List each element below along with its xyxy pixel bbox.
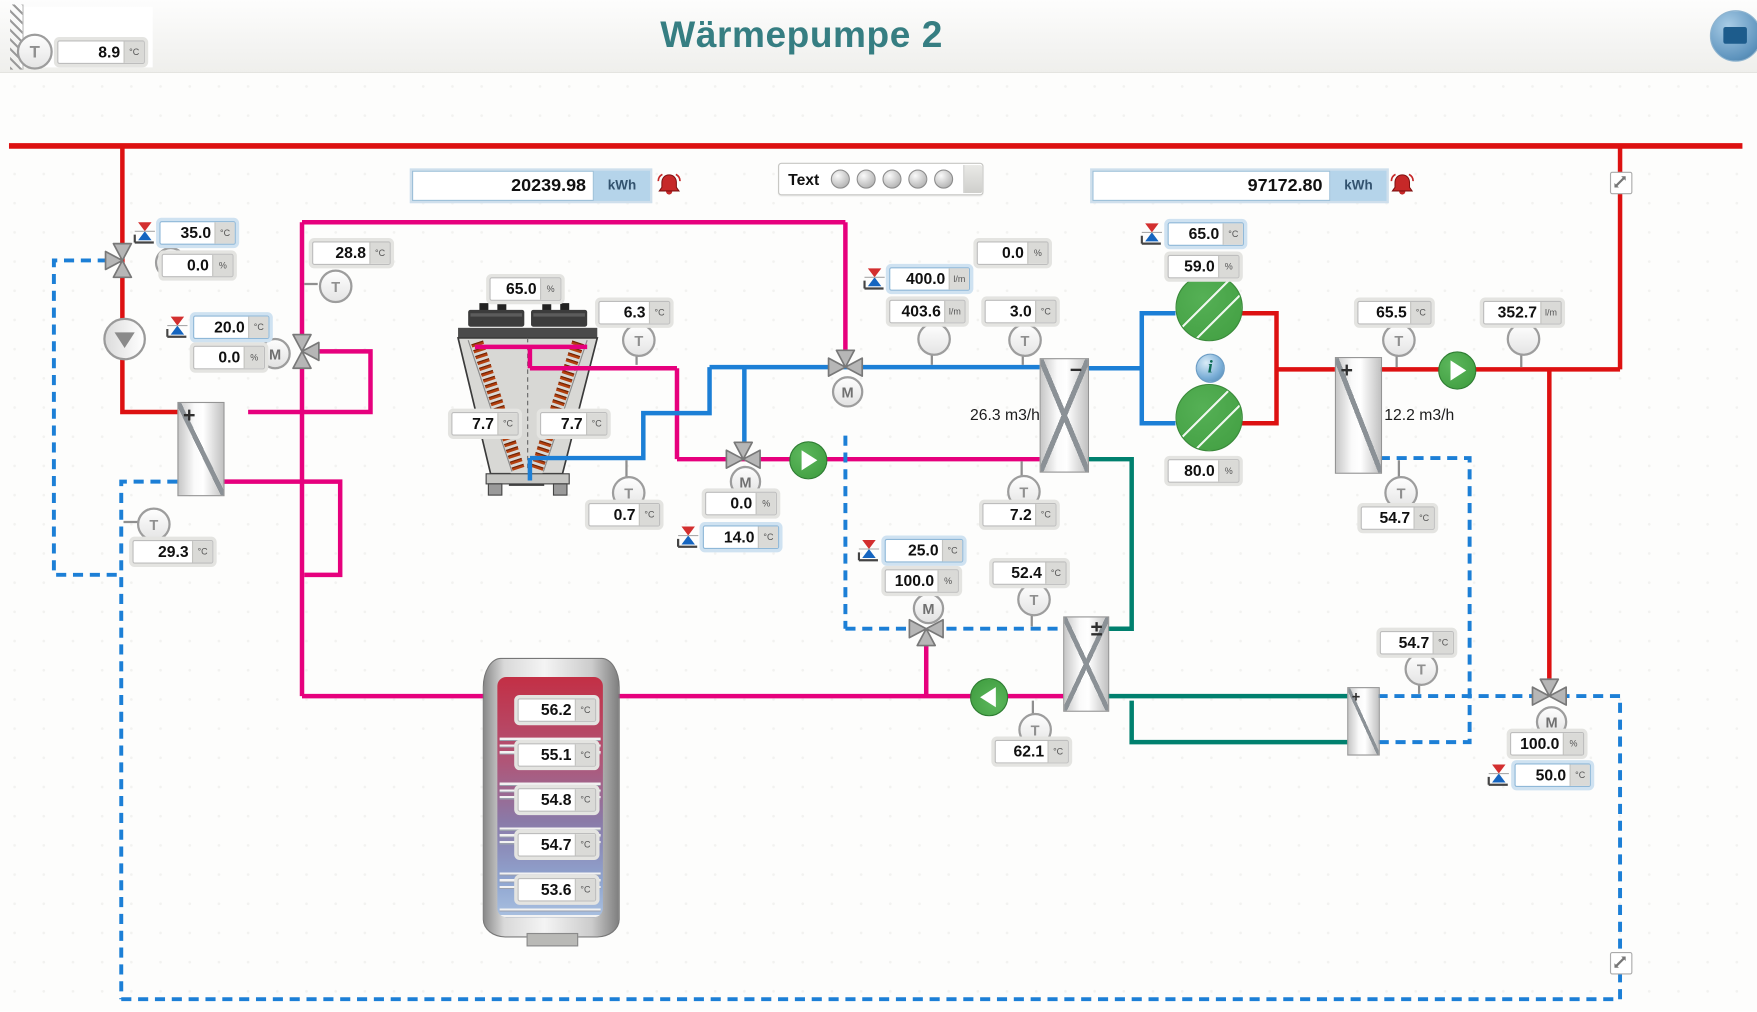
setpoint-icon bbox=[1488, 762, 1510, 787]
temp-sensor-icon: T bbox=[318, 269, 353, 304]
setpoint-temp-65[interactable]: 65.0°C bbox=[1167, 222, 1244, 246]
value-temp-7-7-left: 7.7°C bbox=[451, 412, 519, 436]
value-percent-59: 59.0% bbox=[1167, 254, 1240, 279]
energy-counter-left-unit: kWh bbox=[593, 170, 651, 201]
energy-counter-right-value: 97172.80 bbox=[1092, 170, 1331, 201]
led-panel-endcap bbox=[963, 165, 983, 194]
setpoint-temp-14[interactable]: 14.0°C bbox=[702, 525, 780, 550]
flow-label-26-3: 26.3 m3/h bbox=[970, 405, 1040, 424]
value-temp-52-4: 52.4°C bbox=[992, 561, 1067, 585]
value-temp-54-7-b: 54.7°C bbox=[1379, 630, 1454, 655]
tank-temp-2: 55.1°C bbox=[517, 743, 597, 767]
tank-temp-3: 54.8°C bbox=[517, 788, 597, 812]
value-temp-29-3: 29.3°C bbox=[132, 540, 214, 564]
compressor-2 bbox=[1175, 383, 1243, 452]
heat-exchanger-small: + bbox=[1347, 687, 1380, 756]
alarm-bell-icon[interactable] bbox=[655, 172, 684, 199]
led-indicator bbox=[907, 169, 928, 189]
compressor-1 bbox=[1175, 273, 1243, 342]
jump-link-icon[interactable] bbox=[1609, 171, 1633, 195]
flow-label-12-2: 12.2 m3/h bbox=[1384, 405, 1455, 424]
page-title: Wärmepumpe 2 bbox=[660, 13, 943, 56]
info-icon[interactable]: i bbox=[1195, 353, 1225, 383]
value-percent-cold-valve: 0.0% bbox=[705, 491, 777, 516]
pump-cold-circuit bbox=[789, 441, 828, 480]
heat-exchanger-plusminus: ± bbox=[1063, 616, 1110, 712]
value-temp-28-8: 28.8°C bbox=[312, 241, 391, 265]
outside-temp-value: 8.9°C bbox=[57, 40, 145, 64]
text-led-panel: Text bbox=[778, 162, 984, 196]
motor-icon: M bbox=[912, 592, 945, 625]
tank-temp-1: 56.2°C bbox=[517, 698, 597, 722]
setpoint-icon bbox=[863, 266, 885, 291]
value-percent-100-b: 100.0% bbox=[1510, 732, 1585, 756]
value-percent-brine-valve: 0.0% bbox=[976, 241, 1049, 265]
value-temp-54-7-a: 54.7°C bbox=[1360, 506, 1435, 530]
led-indicator bbox=[933, 169, 953, 189]
pump-source bbox=[103, 317, 146, 361]
pump-heating-supply bbox=[1438, 351, 1477, 390]
value-percent-source-valve: 0.0% bbox=[161, 253, 234, 278]
temp-sensor-icon: T bbox=[621, 323, 656, 358]
temp-sensor-icon: T bbox=[1008, 323, 1042, 358]
energy-counter-right: 97172.80 kWh bbox=[1090, 168, 1389, 204]
temp-sensor-icon: T bbox=[1404, 652, 1439, 686]
led-indicator bbox=[830, 169, 850, 189]
value-temp-3-0: 3.0°C bbox=[984, 299, 1057, 324]
pump-tank-circuit bbox=[970, 678, 1009, 717]
heat-exchanger-evaporator: − bbox=[1039, 358, 1090, 473]
setpoint-icon bbox=[858, 538, 880, 563]
motor-valve-source[interactable] bbox=[102, 240, 142, 280]
jump-link-icon[interactable] bbox=[1609, 952, 1633, 975]
led-indicator bbox=[882, 169, 902, 189]
value-temp-6-3: 6.3°C bbox=[598, 300, 671, 325]
motor-icon: M bbox=[831, 376, 864, 408]
flow-sensor-icon bbox=[917, 322, 951, 356]
value-percent-cooler-fan: 65.0% bbox=[489, 277, 562, 301]
energy-counter-left-value: 20239.98 bbox=[412, 170, 594, 201]
setpoint-temp-20[interactable]: 20.0°C bbox=[193, 315, 270, 340]
heat-exchanger-condenser: + bbox=[1334, 357, 1383, 474]
value-temp-62-1: 62.1°C bbox=[994, 739, 1069, 764]
setpoint-temp-50[interactable]: 50.0°C bbox=[1514, 763, 1591, 788]
setpoint-icon bbox=[677, 524, 699, 549]
setpoint-temp-25[interactable]: 25.0°C bbox=[884, 538, 964, 563]
heat-exchanger-left: + bbox=[177, 401, 225, 497]
value-temp-0-7: 0.7°C bbox=[588, 502, 661, 527]
setpoint-icon bbox=[166, 314, 188, 339]
temp-sensor-icon: T bbox=[136, 507, 171, 542]
value-temp-7-7-right: 7.7°C bbox=[540, 412, 608, 436]
setpoint-icon bbox=[1141, 221, 1163, 246]
flow-sensor-icon bbox=[1506, 322, 1541, 356]
value-percent-100-a: 100.0% bbox=[884, 569, 959, 593]
setpoint-icon bbox=[134, 220, 156, 245]
setpoint-temp-35[interactable]: 35.0°C bbox=[159, 221, 236, 245]
energy-counter-left: 20239.98 kWh bbox=[409, 168, 653, 204]
value-percent-80: 80.0% bbox=[1167, 459, 1240, 483]
home-nav-button[interactable] bbox=[1709, 10, 1757, 62]
value-temp-7-2: 7.2°C bbox=[982, 502, 1057, 527]
temp-sensor-icon: T bbox=[1017, 582, 1051, 617]
header-bar bbox=[0, 0, 1757, 73]
energy-counter-right-unit: kWh bbox=[1330, 170, 1387, 201]
alarm-bell-icon[interactable] bbox=[1388, 172, 1417, 199]
value-temp-65-5: 65.5°C bbox=[1357, 300, 1432, 325]
temp-sensor-icon: T bbox=[1384, 476, 1418, 510]
tank-temp-4: 54.7°C bbox=[517, 833, 597, 857]
led-indicator bbox=[856, 169, 876, 189]
temp-sensor-icon: T bbox=[1382, 323, 1416, 358]
value-percent-mixer-left: 0.0% bbox=[193, 345, 265, 370]
temp-sensor-icon: T bbox=[1007, 474, 1041, 509]
text-panel-label: Text bbox=[788, 170, 820, 189]
outside-temp-sensor-icon: T bbox=[16, 33, 53, 70]
tank-temp-5: 53.6°C bbox=[517, 877, 597, 902]
